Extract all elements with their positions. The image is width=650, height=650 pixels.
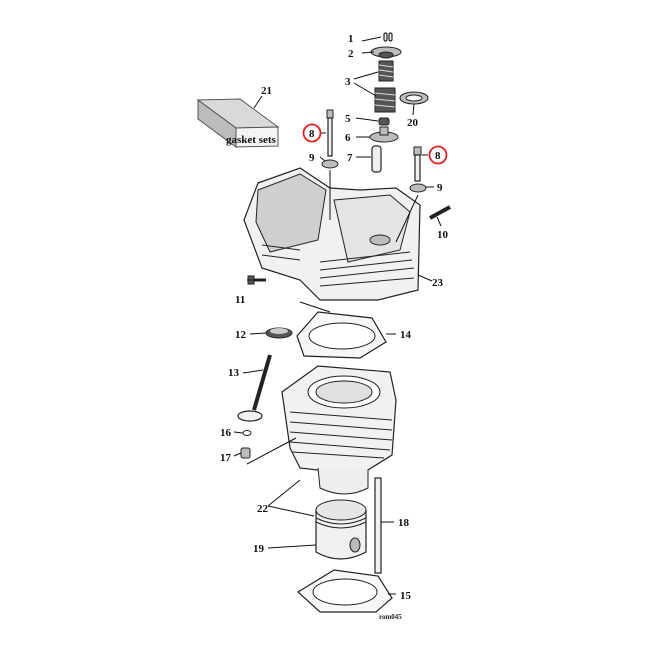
valve[interactable] [237,354,272,422]
callout-3[interactable]: 3 [345,76,351,88]
callout-21[interactable]: 21 [261,85,272,97]
spring-seat[interactable] [369,126,399,143]
gasket-sets-label: gasket sets [226,134,277,146]
gasket-sets-box[interactable]: gasket sets [196,98,280,148]
spring-retainer[interactable] [370,46,402,59]
base-gasket[interactable] [297,569,393,613]
callout-20[interactable]: 20 [407,117,419,129]
callout-8-right[interactable]: 8 [435,150,441,162]
callout-9-left[interactable]: 9 [309,152,315,164]
callout-12[interactable]: 12 [235,329,247,341]
o-ring[interactable] [242,430,252,436]
callout-18[interactable]: 18 [398,517,410,529]
leader-lines [233,36,442,595]
callout-23[interactable]: 23 [432,277,444,289]
callout-15[interactable]: 15 [400,590,412,602]
callout-22[interactable]: 22 [257,503,269,515]
callout-8-left[interactable]: 8 [309,128,315,140]
head-gasket[interactable] [296,311,387,359]
callout-7[interactable]: 7 [347,152,353,164]
head-bolt-left[interactable] [326,109,334,157]
callout-17[interactable]: 17 [220,452,232,464]
callout-2[interactable]: 2 [348,48,354,60]
highlight-circle-8-left [302,123,322,143]
highlight-circle-8-right [428,145,448,165]
valve-guide[interactable] [371,145,382,173]
valve-spring-inner[interactable] [374,87,396,113]
callout-9-right[interactable]: 9 [437,182,443,194]
dowel-pin[interactable] [240,447,251,459]
piston[interactable] [315,499,367,560]
callout-13[interactable]: 13 [228,367,240,379]
bolt-washer-right[interactable] [409,183,427,193]
callout-19[interactable]: 19 [253,543,265,555]
callout-10[interactable]: 10 [437,229,449,241]
washer[interactable] [399,91,429,105]
valve-keepers[interactable] [383,32,393,42]
callout-labels: 1 2 3 5 6 7 8 8 9 9 10 11 12 13 14 15 16… [220,33,449,621]
cylinder-head[interactable] [243,167,421,301]
valve-seal[interactable] [378,117,390,126]
callout-1[interactable]: 1 [348,33,354,45]
drawing-code: rom045 [379,613,402,621]
cylinder[interactable] [281,365,397,495]
callout-6[interactable]: 6 [345,132,351,144]
valve-seat-ring[interactable] [265,327,293,339]
callout-5[interactable]: 5 [345,113,351,125]
valve-spring-outer[interactable] [378,60,394,82]
exhaust-stud[interactable] [429,205,451,220]
head-bolt-right[interactable] [413,146,422,182]
callout-11[interactable]: 11 [235,294,245,306]
bolt-washer-left[interactable] [321,159,339,169]
cylinder-stud[interactable] [374,477,382,574]
callout-14[interactable]: 14 [400,329,412,341]
callout-16[interactable]: 16 [220,427,232,439]
